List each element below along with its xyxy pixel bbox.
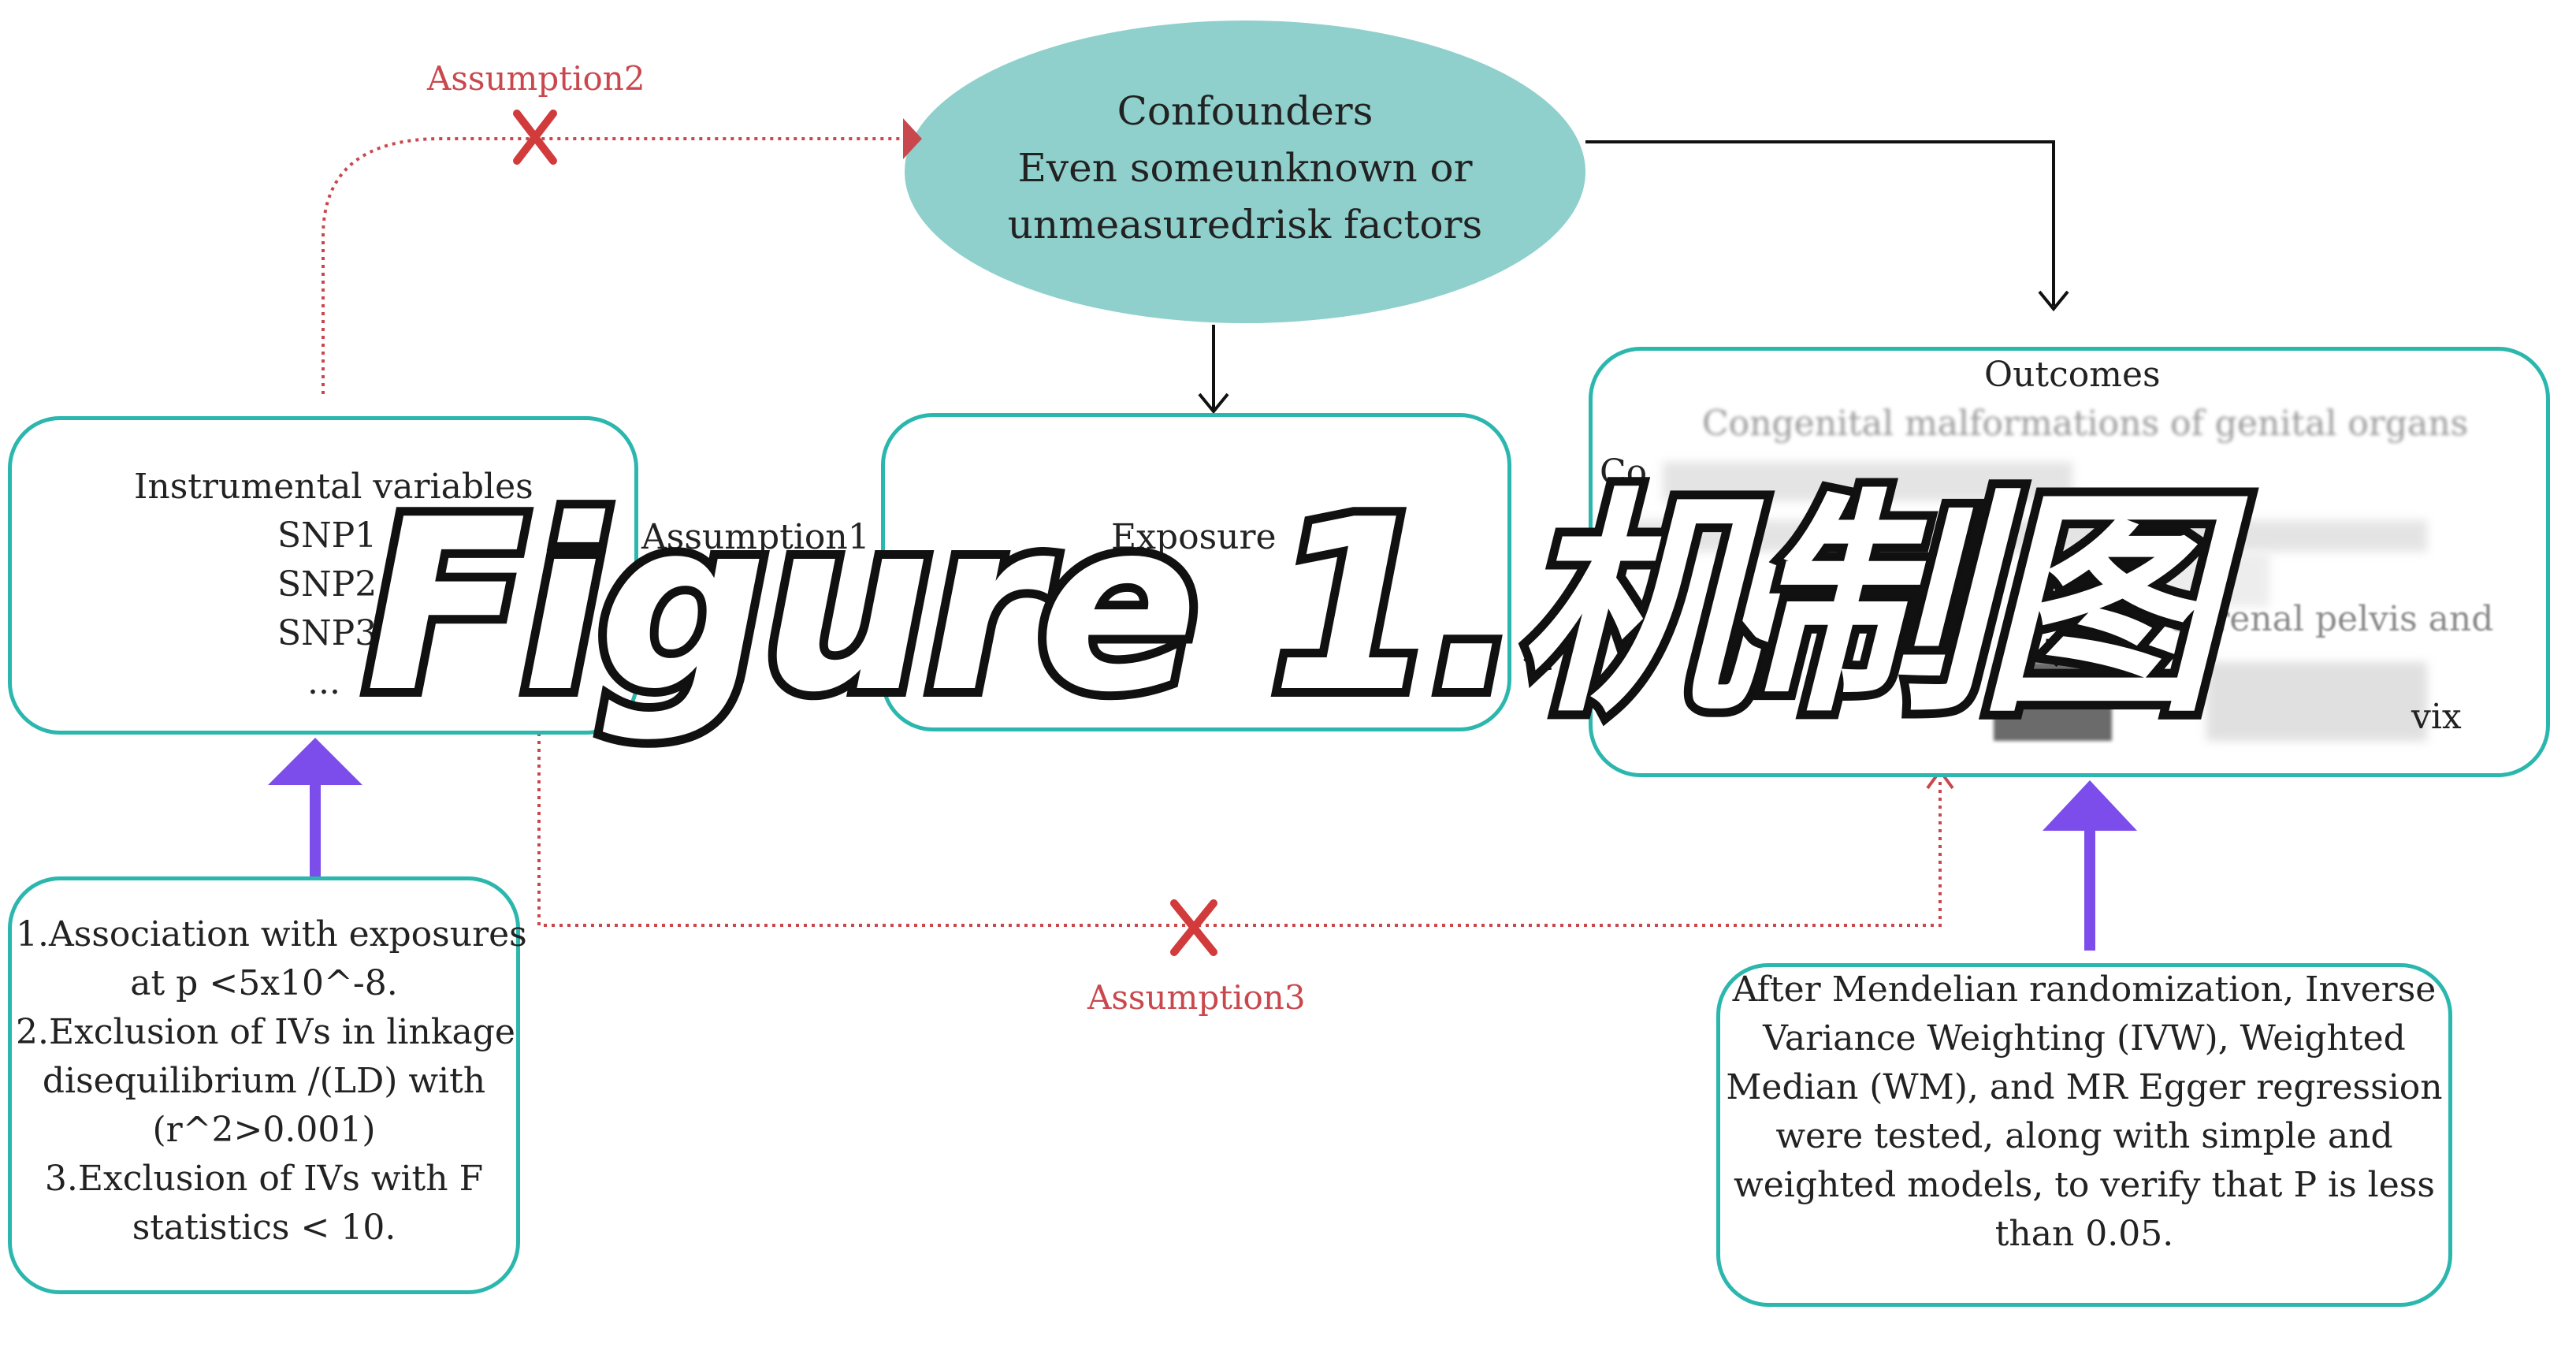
confounders-to-exposure-arrowhead <box>1198 393 1229 415</box>
methods-to-outcomes-arrowhead <box>2043 780 2137 831</box>
iv-title: Instrumental variables <box>134 467 533 507</box>
criteria-line-6: 3.Exclusion of IVs with F <box>44 1159 484 1199</box>
criteria-line-3: 2.Exclusion of IVs in linkage <box>16 1012 515 1052</box>
outcomes-redaction-5 <box>2206 662 2427 741</box>
methods-line-6: than 0.05. <box>1994 1214 2174 1254</box>
criteria-line-5: (r^2>0.001) <box>152 1110 376 1150</box>
methods-line-3: Median (WM), and MR Egger regression <box>1726 1067 2443 1107</box>
outcomes-redaction-3 <box>2065 552 2269 607</box>
outcomes-line-1: Congenital malformations of genital orga… <box>1702 404 2469 444</box>
iv-criteria-box <box>8 876 520 1294</box>
assumption3-label: Assumption3 <box>1087 978 1306 1017</box>
outcomes-redaction-4 <box>1994 662 2112 741</box>
outcomes-line-2: Co <box>1600 452 1648 493</box>
iv-ellipsis: ... <box>307 662 340 702</box>
iv-snp2: SNP2 <box>277 564 377 605</box>
exposure-box <box>881 413 1511 731</box>
criteria-line-2: at p <5x10^-8. <box>130 963 398 1003</box>
assumption3-cross-icon <box>1170 899 1217 956</box>
confounders-line-1: Confounders <box>1117 88 1373 134</box>
outcomes-line-4: defects of renal pelvis and <box>2030 599 2494 639</box>
mr-methods-box <box>1716 963 2452 1307</box>
confounders-to-outcomes-arrowhead <box>2038 290 2069 312</box>
methods-line-2: Variance Weighting (IVW), Weighted <box>1763 1018 2406 1059</box>
overlay-title: Figure 1.机制图 <box>356 469 2225 744</box>
exposure-label: Exposure <box>1111 517 1277 557</box>
confounders-to-outcomes-line <box>1585 140 2055 306</box>
instrumental-variables-box <box>8 416 638 735</box>
outcomes-redaction-1 <box>1663 462 2072 501</box>
criteria-to-iv-arrowhead <box>268 738 362 785</box>
assumption2-arrowhead <box>903 118 922 159</box>
assumption2-dotted-path <box>322 137 905 394</box>
assumption2-cross-icon <box>513 110 557 165</box>
confounders-line-3: unmeasuredrisk factors <box>1007 202 1483 247</box>
iv-snp3: SNP3 <box>277 613 377 653</box>
criteria-line-7: statistics < 10. <box>132 1207 396 1248</box>
methods-line-1: After Mendelian randomization, Inverse <box>1732 969 2437 1010</box>
assumption2-label: Assumption2 <box>427 59 645 98</box>
confounders-line-2: Even someunknown or <box>1017 145 1473 191</box>
assumption3-dotted-path <box>537 733 1942 927</box>
criteria-line-4: disequilibrium /(LD) with <box>42 1061 486 1101</box>
confounders-ellipse <box>905 20 1585 323</box>
assumption1-label: Assumption1 <box>641 517 870 557</box>
methods-line-4: were tested, along with simple and <box>1775 1116 2393 1156</box>
outcomes-title: Outcomes <box>1984 355 2161 395</box>
iv-snp1: SNP1 <box>277 515 377 556</box>
outcomes-redaction-2 <box>1600 520 2427 552</box>
outcomes-line-5: vix <box>2411 697 2462 737</box>
criteria-line-1: 1.Association with exposures <box>16 914 527 954</box>
methods-line-5: weighted models, to verify that P is les… <box>1734 1165 2435 1205</box>
